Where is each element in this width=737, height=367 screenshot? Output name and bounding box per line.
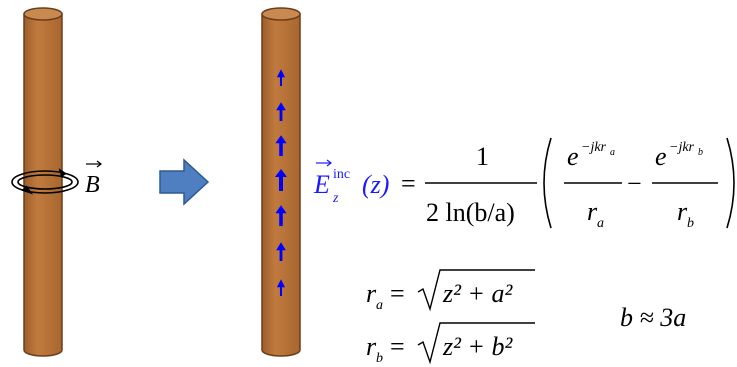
ra-equals: =: [390, 279, 405, 308]
numerator-one: 1: [476, 142, 489, 171]
exp-b-base: e: [655, 142, 667, 171]
rb-equals: =: [390, 332, 405, 361]
right-rod-top: [261, 7, 301, 21]
left-rod: [23, 7, 63, 357]
ra-equation: r a = z² + a²: [366, 269, 535, 313]
ra-symbol-sub: a: [376, 298, 383, 313]
rb-radicand: z² + b²: [442, 332, 513, 361]
equals-sign: =: [401, 169, 416, 198]
ra-sqrt-sign: [417, 269, 535, 312]
rb-equation: r b = z² + b²: [366, 322, 535, 366]
ra-denominator: r: [587, 197, 598, 226]
b-field-label: B: [85, 160, 102, 198]
rb-denominator-sub: b: [687, 216, 694, 231]
field-equation: E inc z (z) = 1 2 ln(b/a) e −jkr a r a −…: [313, 137, 735, 231]
exp-a-base: e: [567, 142, 579, 171]
b-approx-text: b ≈ 3a: [620, 303, 686, 332]
left-rod-body: [23, 13, 63, 357]
e-subscript: z: [332, 191, 339, 206]
z-argument: (z): [362, 170, 389, 199]
ra-radicand: z² + a²: [442, 279, 513, 308]
rb-symbol: r: [366, 332, 377, 361]
exp-a-power: −jkr: [581, 140, 607, 155]
right-paren: [726, 137, 735, 229]
up-arrow-icon: [276, 279, 286, 296]
circulating-field-loop-icon: [11, 168, 79, 195]
ra-symbol: r: [366, 279, 377, 308]
up-arrow-icon: [276, 102, 286, 121]
e-symbol: E: [313, 170, 330, 199]
minus-sign: −: [627, 169, 642, 198]
left-paren: [543, 137, 552, 229]
ra-denominator-sub: a: [597, 216, 604, 231]
exp-b-power-sub: b: [698, 147, 703, 158]
rb-denominator: r: [677, 197, 688, 226]
left-rod-top: [23, 7, 63, 21]
exp-a-power-sub: a: [610, 147, 615, 158]
exp-b-power: −jkr: [669, 140, 695, 155]
up-arrow-icon: [275, 169, 287, 191]
up-arrow-icon: [275, 205, 287, 226]
up-arrow-icon: [276, 69, 286, 86]
e-superscript: inc: [333, 167, 350, 182]
up-arrow-icon: [276, 242, 286, 261]
rb-symbol-sub: b: [376, 351, 383, 366]
right-arrow-icon: [159, 158, 210, 206]
current-arrow-group: [275, 69, 287, 296]
denominator-text: 2 ln(b/a): [426, 198, 515, 227]
rb-sqrt-sign: [417, 322, 535, 365]
up-arrow-icon: [275, 135, 287, 156]
b-vector-text: B: [85, 172, 100, 198]
